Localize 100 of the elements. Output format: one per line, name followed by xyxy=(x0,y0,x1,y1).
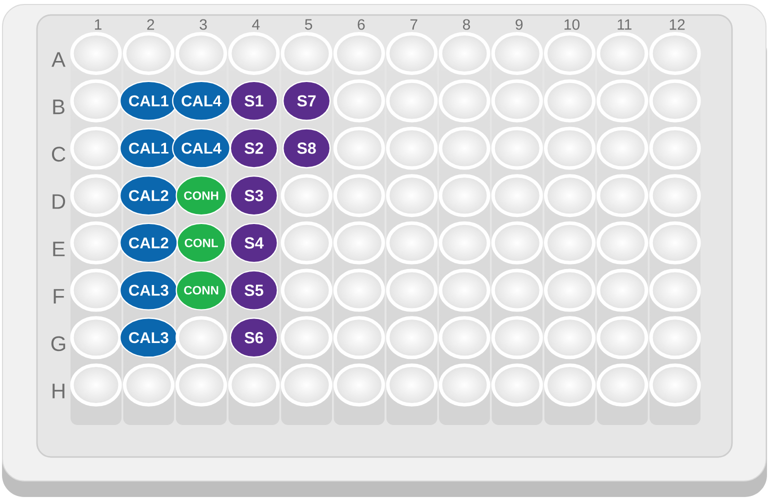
column-label: 11 xyxy=(618,19,632,30)
column-label: 7 xyxy=(410,19,418,30)
empty-well xyxy=(649,221,701,264)
empty-well xyxy=(228,32,280,75)
empty-well xyxy=(333,174,385,218)
row-label: B xyxy=(53,100,64,114)
empty-well xyxy=(438,126,490,170)
sample-well: CAL2 xyxy=(119,175,178,216)
empty-well xyxy=(333,268,385,312)
column-label: 9 xyxy=(516,19,523,30)
empty-well xyxy=(649,174,701,218)
empty-well xyxy=(596,316,648,360)
empty-well xyxy=(596,79,648,122)
row-label: C xyxy=(52,146,66,162)
empty-well xyxy=(491,174,543,218)
empty-well xyxy=(438,32,490,75)
sample-well: S4 xyxy=(230,222,278,264)
empty-well xyxy=(649,32,701,75)
empty-well xyxy=(438,268,490,312)
empty-well xyxy=(333,79,385,122)
empty-well xyxy=(596,364,648,406)
column-label: 1 xyxy=(94,19,102,30)
empty-well xyxy=(491,32,543,75)
empty-well xyxy=(491,79,543,122)
empty-well xyxy=(491,316,543,360)
empty-well xyxy=(596,174,648,218)
empty-well xyxy=(176,32,228,75)
empty-well xyxy=(438,316,490,360)
empty-well xyxy=(544,79,596,122)
empty-well xyxy=(596,268,648,312)
sample-well: S1 xyxy=(230,80,278,121)
row-label: A xyxy=(52,52,66,67)
empty-well xyxy=(122,364,174,406)
empty-well xyxy=(280,364,332,406)
empty-well xyxy=(544,364,596,406)
empty-well xyxy=(544,268,596,312)
column-label: 12 xyxy=(670,19,685,30)
empty-well xyxy=(649,268,701,312)
empty-well xyxy=(333,126,385,170)
empty-well xyxy=(333,32,385,75)
empty-well xyxy=(70,32,122,75)
empty-well xyxy=(70,364,122,406)
sample-well: CAL4 xyxy=(172,128,230,168)
sample-well: S3 xyxy=(230,175,278,216)
sample-well: S5 xyxy=(230,270,278,310)
empty-well xyxy=(649,126,701,170)
column-label: 10 xyxy=(564,19,580,30)
empty-well xyxy=(386,32,438,75)
empty-well xyxy=(438,79,490,122)
sample-well: S6 xyxy=(230,318,278,358)
empty-well xyxy=(491,221,543,264)
empty-well xyxy=(544,32,596,75)
empty-well xyxy=(176,364,228,406)
empty-well xyxy=(386,174,438,218)
sample-well: CAL3 xyxy=(119,270,178,310)
empty-well xyxy=(491,364,543,406)
empty-well xyxy=(228,364,280,406)
sample-well: CAL1 xyxy=(119,80,178,121)
sample-well: S8 xyxy=(282,128,331,168)
empty-well xyxy=(649,364,701,406)
sample-well: CONH xyxy=(176,175,227,216)
empty-well xyxy=(649,79,701,122)
column-label: 3 xyxy=(200,19,207,30)
empty-well xyxy=(596,32,648,75)
sample-well: CONN xyxy=(176,270,227,310)
empty-well xyxy=(596,221,648,264)
sample-well: CONL xyxy=(176,222,226,264)
row-label: D xyxy=(52,194,66,209)
empty-well xyxy=(649,316,701,360)
empty-well xyxy=(333,364,385,406)
empty-well xyxy=(438,364,490,406)
sample-well: CAL3 xyxy=(119,318,178,358)
column-label: 8 xyxy=(462,19,470,30)
row-label: H xyxy=(52,384,64,398)
empty-well xyxy=(280,174,332,218)
sample-well: CAL2 xyxy=(119,222,178,264)
column-label: 2 xyxy=(147,19,154,30)
empty-well xyxy=(386,221,438,264)
row-label: G xyxy=(51,336,66,352)
column-label: 6 xyxy=(358,19,365,30)
empty-well xyxy=(544,174,596,218)
empty-well xyxy=(544,221,596,264)
column-label: 5 xyxy=(305,19,312,30)
empty-well xyxy=(122,32,174,75)
empty-well xyxy=(438,174,490,218)
empty-well xyxy=(386,79,438,122)
empty-well xyxy=(386,268,438,312)
empty-well xyxy=(280,221,332,264)
empty-well xyxy=(491,268,543,312)
empty-well xyxy=(386,316,438,360)
sample-well: S2 xyxy=(230,128,278,168)
empty-well xyxy=(386,126,438,170)
empty-well xyxy=(280,316,332,360)
empty-well xyxy=(280,32,332,75)
sample-well: CAL4 xyxy=(172,80,230,121)
empty-well xyxy=(333,316,385,360)
empty-well xyxy=(596,126,648,170)
empty-well xyxy=(544,316,596,360)
empty-well xyxy=(544,126,596,170)
row-label: E xyxy=(53,242,65,256)
